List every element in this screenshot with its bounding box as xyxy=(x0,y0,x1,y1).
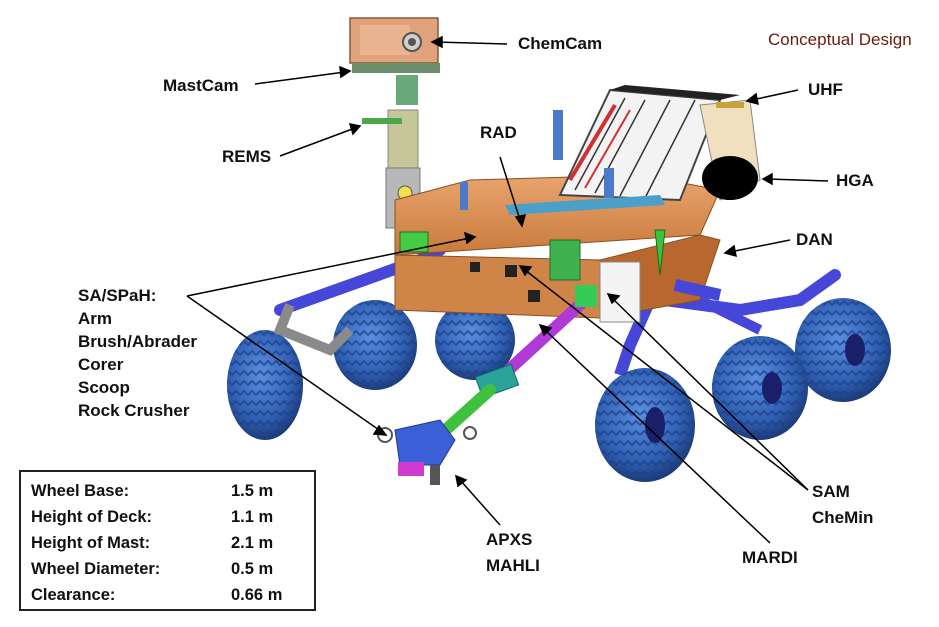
label-hga: HGA xyxy=(836,171,874,190)
label-rad: RAD xyxy=(480,123,517,142)
turret xyxy=(377,419,477,485)
label-mardi: MARDI xyxy=(742,548,798,567)
wheel-right-mid xyxy=(712,336,808,440)
arm-tool-item: Brush/Abrader xyxy=(78,332,198,351)
label-apxs: APXS xyxy=(486,530,533,549)
arm-tools-heading: SA/SPaH: xyxy=(78,286,157,305)
spec-name: Wheel Diameter: xyxy=(31,560,161,578)
spec-value: 1.5 m xyxy=(231,482,274,500)
spec-value: 2.1 m xyxy=(231,534,274,552)
specifications-table: Wheel Base: 1.5 m Height of Deck: 1.1 m … xyxy=(19,470,316,611)
wheel-front-left xyxy=(227,330,303,440)
label-sam: SAM xyxy=(812,482,850,501)
spec-name: Height of Deck: xyxy=(31,508,153,526)
arm-tools-list: SA/SPaH: Arm Brush/Abrader Corer Scoop R… xyxy=(78,284,197,422)
label-uhf: UHF xyxy=(808,80,843,99)
arm-tool-item: Rock Crusher xyxy=(78,401,190,420)
subtitle-conceptual-design: Conceptual Design xyxy=(768,30,912,49)
spec-value: 0.66 m xyxy=(231,586,283,604)
leader-lines xyxy=(186,35,829,544)
arm-tool-item: Corer xyxy=(78,355,124,374)
label-chemcam: ChemCam xyxy=(518,34,603,53)
label-dan: DAN xyxy=(796,230,833,249)
spec-name: Height of Mast: xyxy=(31,534,151,552)
hga-dish xyxy=(702,156,758,200)
arm-tool-item: Arm xyxy=(78,309,113,328)
label-mastcam: MastCam xyxy=(163,76,239,95)
spec-name: Wheel Base: xyxy=(31,482,130,500)
spec-value: 1.1 m xyxy=(231,508,274,526)
wheel-rear-mid xyxy=(435,300,515,380)
robotic-arm xyxy=(377,285,597,485)
label-chemin: CheMin xyxy=(812,508,874,527)
spec-value: 0.5 m xyxy=(231,560,274,578)
arm-tool-item: Scoop xyxy=(78,378,130,397)
label-mahli: MAHLI xyxy=(486,556,540,575)
label-rems: REMS xyxy=(222,147,272,166)
wheel-rear-left xyxy=(333,300,417,390)
spec-name: Clearance: xyxy=(31,586,116,604)
wheel-right-rear xyxy=(795,298,891,402)
